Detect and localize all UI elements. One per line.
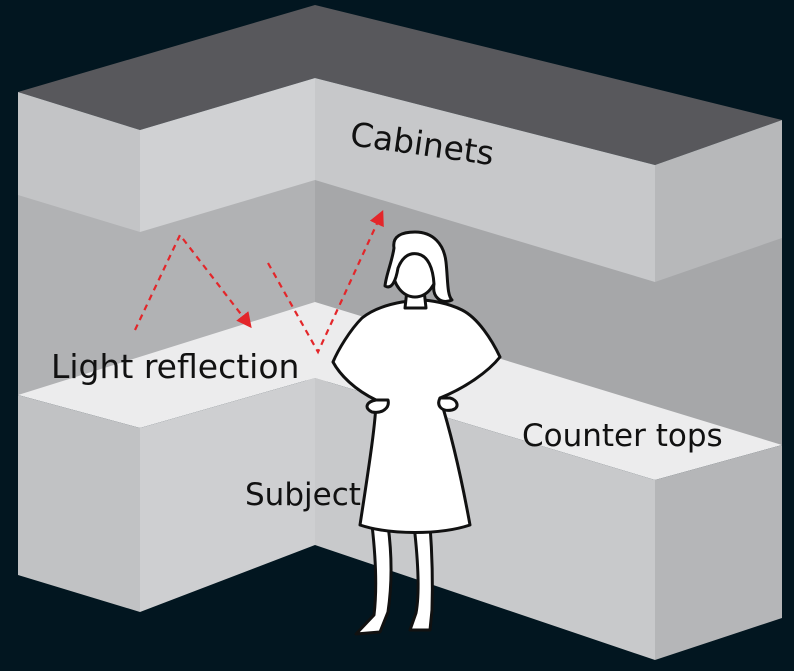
subject-label: Subject	[245, 477, 361, 513]
cabinet-right-front	[315, 78, 655, 282]
light-reflection-label: Light reflection	[51, 347, 299, 386]
light-reflection-arrow-left	[134, 232, 252, 331]
counter-right-side	[655, 445, 782, 660]
counter-tops-label: Counter tops	[522, 418, 723, 454]
woman-silhouette-icon	[331, 230, 502, 636]
light-reflection-arrow-right	[267, 210, 384, 355]
cabinet-right-side	[655, 120, 782, 282]
counter-left-front	[140, 378, 315, 612]
cabinet-left-front	[140, 78, 315, 232]
cabinet-left-side	[18, 92, 140, 232]
counter-left-side	[18, 395, 140, 612]
cabinet-top	[18, 5, 782, 165]
